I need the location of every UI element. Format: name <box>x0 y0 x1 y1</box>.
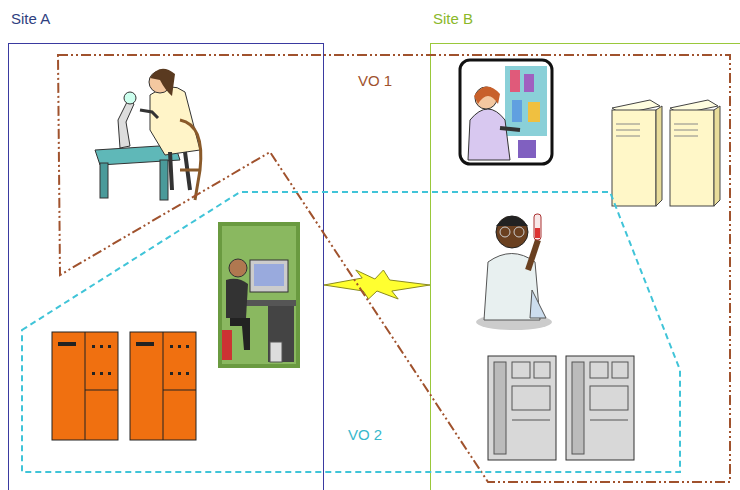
vo-outline <box>56 53 734 485</box>
vo-label: VO 1 <box>355 72 395 90</box>
grey-servers <box>488 356 634 460</box>
virtual-organization: VO 1 <box>56 53 734 485</box>
tan-servers <box>612 100 720 206</box>
vo-label: VO 2 <box>345 426 385 444</box>
site-label: Site A <box>11 10 50 28</box>
network-link <box>324 270 430 299</box>
lab-woman <box>460 60 552 164</box>
microscope-scientist <box>95 69 201 200</box>
site-label: Site B <box>433 10 473 28</box>
office-worker <box>218 222 300 368</box>
site-box: Site B <box>430 43 740 490</box>
orange-servers <box>52 332 196 440</box>
vo-outline <box>22 192 680 472</box>
site-box: Site A <box>8 43 324 490</box>
test-tube-scientist <box>476 214 552 330</box>
virtual-organization: VO 2 <box>20 190 684 475</box>
vo-outline <box>58 55 730 482</box>
